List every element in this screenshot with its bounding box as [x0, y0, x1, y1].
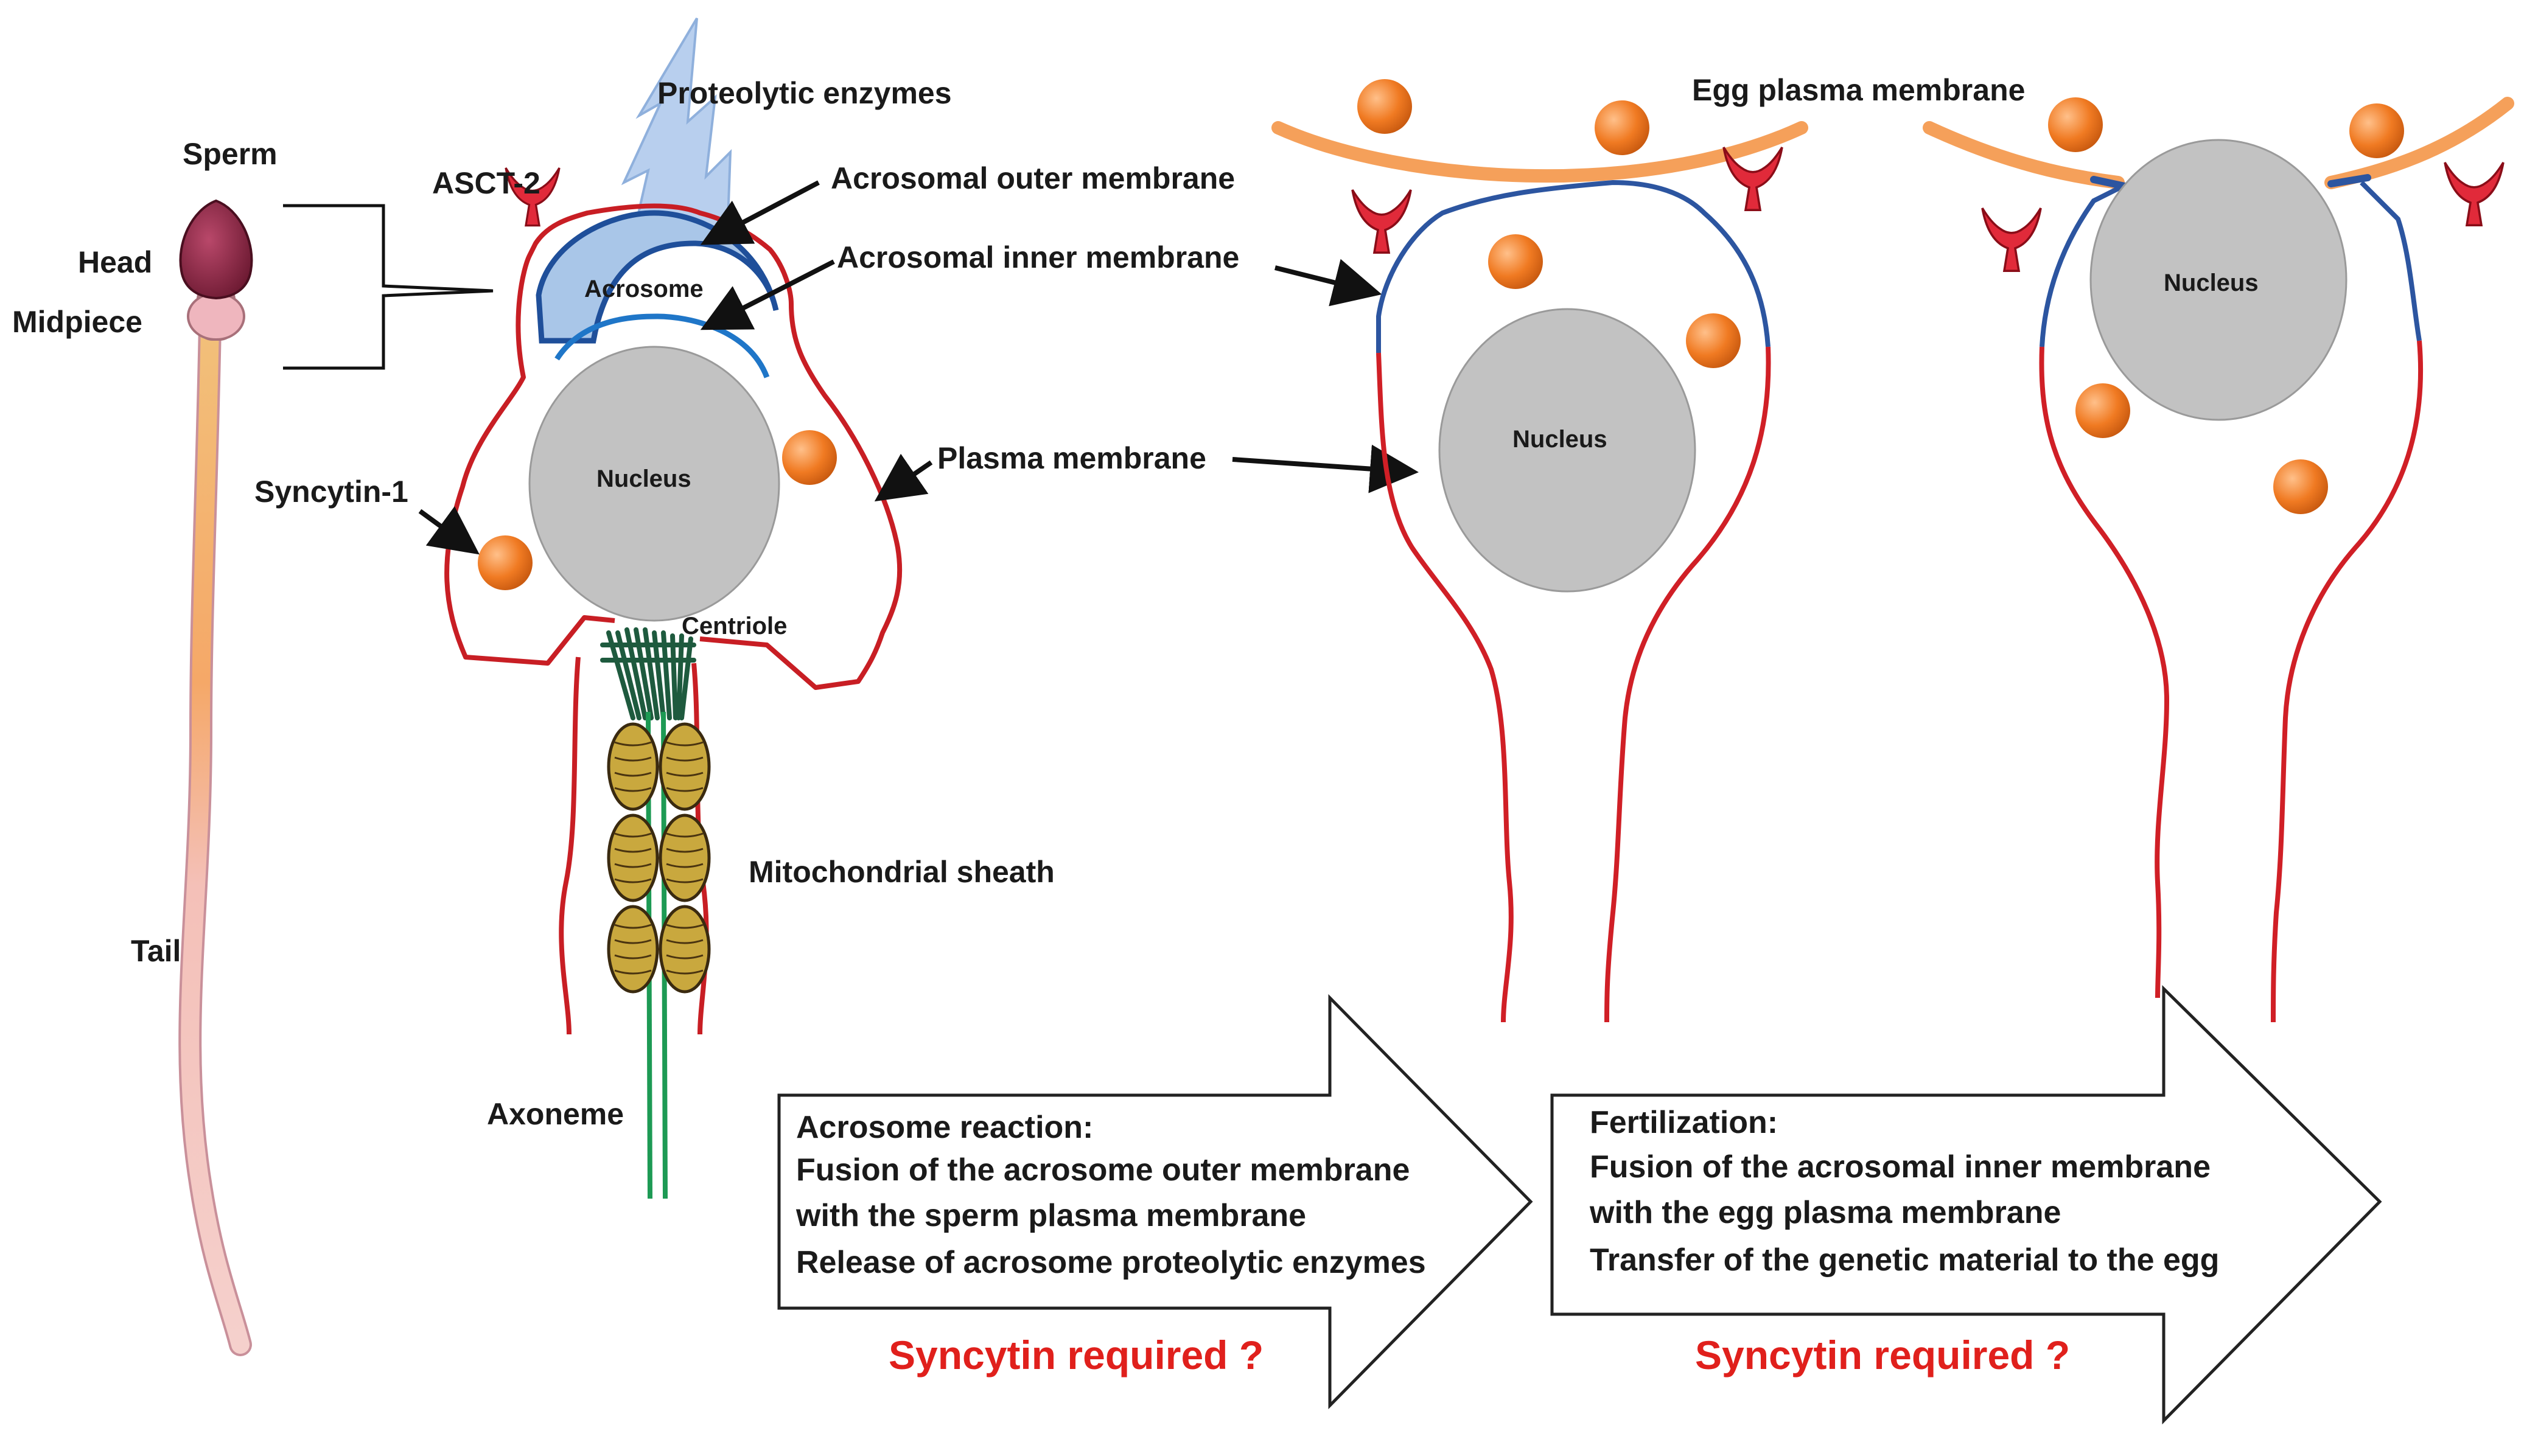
plasma-membrane-mid — [1376, 352, 1514, 1023]
syncytin-required-question: Syncytin required ? — [1695, 1332, 2070, 1378]
label-acrosomal-outer-membrane: Acrosomal outer membrane — [831, 161, 1235, 195]
process-arrow-fertilization: Fertilization: Fusion of the acrosomal i… — [1550, 985, 2382, 1425]
process-arrow-acrosome-reaction: Acrosome reaction: Fusion of the acrosom… — [777, 994, 1533, 1410]
whole-sperm: Sperm Head Midpiece Tail — [12, 137, 494, 1356]
label-asct2: ASCT-2 — [432, 166, 540, 200]
fertilization-line: Transfer of the genetic material to the … — [1590, 1242, 2219, 1278]
syncytin-ball — [478, 535, 533, 590]
asct2-receptor — [2444, 161, 2505, 227]
label-midpiece: Midpiece — [12, 305, 142, 339]
label-acrosome: Acrosome — [584, 276, 704, 302]
sperm-head — [179, 199, 253, 300]
label-nucleus-center: Nucleus — [596, 465, 691, 492]
acrosome-reaction-line: with the sperm plasma membrane — [795, 1198, 1306, 1233]
syncytin-ball — [1357, 79, 1412, 134]
asct2-receptor — [1981, 207, 2042, 273]
label-tail: Tail — [131, 934, 181, 968]
syncytin-ball — [1686, 313, 1741, 368]
acrosome-reaction-line: Fusion of the acrosome outer membrane — [796, 1152, 1410, 1188]
syncytin-ball — [2048, 97, 2103, 152]
nucleus-right — [2089, 139, 2347, 421]
fertilization-line: with the egg plasma membrane — [1589, 1195, 2061, 1230]
label-syncytin1: Syncytin-1 — [254, 475, 408, 509]
fertilization-title: Fertilization: — [1590, 1105, 1778, 1140]
nucleus-mid — [1438, 308, 1696, 593]
egg-plasma-membrane-left — [1271, 121, 1808, 183]
label-egg-plasma-membrane: Egg plasma membrane — [1692, 73, 2025, 107]
acrosomal-inner-membrane — [554, 313, 770, 378]
label-head: Head — [78, 245, 152, 279]
syncytin-required-question: Syncytin required ? — [889, 1332, 1264, 1378]
label-centriole: Centriole — [682, 613, 787, 639]
fertilization-line: Fusion of the acrosomal inner membrane — [1590, 1149, 2211, 1185]
acrosomal-inner-membrane-right — [2040, 183, 2125, 347]
acrosome-reaction-line: Release of acrosome proteolytic enzymes — [796, 1245, 1426, 1280]
fertilizing-sperm: Nucleus — [1923, 97, 2514, 1023]
label-proteolytic-enzymes: Proteolytic enzymes — [657, 76, 952, 110]
label-sperm: Sperm — [183, 137, 278, 171]
syncytin-ball — [1595, 100, 1649, 155]
label-mitochondrial-sheath: Mitochondrial sheath — [749, 855, 1055, 889]
syncytin-ball — [2075, 383, 2130, 438]
acrosomal-inner-membrane-mid — [1376, 179, 1771, 353]
syncytin-ball — [2349, 103, 2404, 158]
asct2-receptor — [1351, 189, 1412, 254]
syncytin-ball — [2273, 459, 2328, 514]
acrosome-reaction-title: Acrosome reaction: — [796, 1110, 1093, 1145]
acrosome — [536, 210, 779, 344]
label-plasma-membrane: Plasma membrane — [937, 441, 1206, 475]
head-bracket — [283, 204, 494, 370]
syncytin-ball — [782, 430, 837, 485]
label-nucleus-mid: Nucleus — [1512, 426, 1607, 453]
syncytin-ball — [1488, 234, 1543, 289]
label-nucleus-right: Nucleus — [2164, 270, 2259, 296]
centriole — [600, 627, 696, 720]
mitochondrial-sheath — [607, 722, 711, 994]
label-axoneme: Axoneme — [487, 1097, 624, 1131]
acrosome-reacted-sperm: Egg plasma membrane Nucleus — [1271, 73, 2025, 1023]
sperm-head-detail: Acrosome Nucleus — [254, 17, 1419, 1199]
label-acrosomal-inner-membrane: Acrosomal inner membrane — [837, 240, 1239, 274]
nucleus-center — [528, 346, 780, 622]
plasma-membrane-right — [2039, 346, 2170, 998]
